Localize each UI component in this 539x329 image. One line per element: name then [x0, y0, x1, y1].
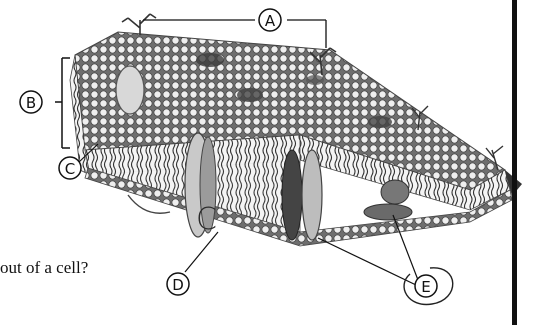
label-e-leader-1	[318, 238, 416, 285]
label-d: D	[167, 273, 189, 295]
label-b-text: B	[26, 94, 36, 112]
label-c: C	[59, 157, 81, 179]
glycoprotein-left	[122, 14, 156, 35]
question-text: out of a cell?	[0, 258, 88, 278]
label-b: B	[20, 91, 42, 113]
integral-protein-left	[116, 66, 144, 114]
label-a: A	[259, 9, 281, 31]
label-d-text: D	[172, 276, 184, 294]
label-e-text: E	[421, 278, 430, 296]
label-e: E	[415, 275, 437, 297]
handwritten-c: C	[196, 202, 217, 237]
right-border	[512, 0, 517, 325]
label-c-text: C	[65, 160, 75, 178]
label-d-leader	[185, 232, 218, 272]
channel-protein-e	[282, 150, 322, 240]
label-a-text: A	[265, 12, 276, 30]
label-b-bracket	[55, 58, 70, 148]
peripheral-protein	[364, 180, 412, 220]
